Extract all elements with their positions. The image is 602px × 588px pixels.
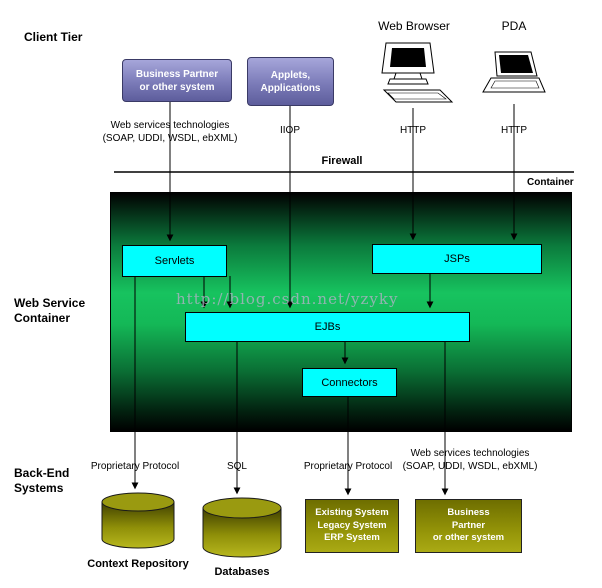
protocol-proprietary-right: Proprietary Protocol <box>303 461 393 472</box>
protocol-web-services-top: Web services technologies (SOAP, UDDI, W… <box>102 120 238 144</box>
desktop-computer-icon <box>366 40 458 113</box>
node-servlets: Servlets <box>122 245 227 277</box>
web-service-container-tier-label: Web Service Container <box>14 296 86 325</box>
watermark-text: http://blog.csdn.net/yzyky <box>176 290 399 308</box>
node-connectors: Connectors <box>302 368 397 397</box>
node-existing-system: Existing System Legacy System ERP System <box>305 499 399 553</box>
databases-label: Databases <box>214 566 270 578</box>
node-business-partner-top: Business Partner or other system <box>122 59 232 102</box>
node-business-partner-bottom: Business Partner or other system <box>415 499 522 553</box>
protocol-web-services-bottom: Web services technologies (SOAP, UDDI, W… <box>402 448 538 472</box>
pda-label: PDA <box>501 19 527 33</box>
node-jsps: JSPs <box>372 244 542 274</box>
node-applets-applications: Applets, Applications <box>247 57 334 106</box>
protocol-proprietary-left: Proprietary Protocol <box>90 461 180 472</box>
protocol-http-pda: HTTP <box>500 125 528 136</box>
protocol-iiop: IIOP <box>279 125 300 136</box>
client-tier-label: Client Tier <box>24 30 83 44</box>
databases-cylinder-icon <box>201 497 283 564</box>
context-repository-cylinder-icon <box>100 492 176 555</box>
protocol-http-web-browser: HTTP <box>399 125 427 136</box>
laptop-icon <box>481 50 547 111</box>
web-browser-label: Web Browser <box>378 19 450 33</box>
container-label: Container <box>527 177 574 188</box>
firewall-label: Firewall <box>321 155 363 167</box>
protocol-sql: SQL <box>226 461 247 472</box>
context-repository-label: Context Repository <box>87 558 189 570</box>
back-end-systems-tier-label: Back-End Systems <box>14 466 70 495</box>
node-ejbs: EJBs <box>185 312 470 342</box>
